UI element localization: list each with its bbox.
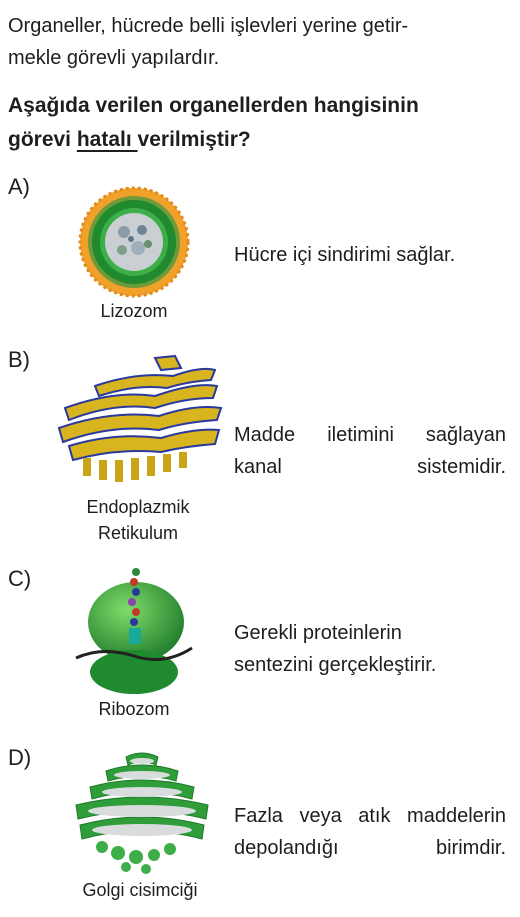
option-c-caption: Ribozom <box>34 696 234 722</box>
option-a-caption: Lizozom <box>34 298 234 324</box>
question-line-2: görevi hatalı verilmiştir? <box>8 123 515 157</box>
description-line: sentezini gerçekleştirir. <box>234 654 437 676</box>
option-c-description: Gerekli proteinlerin sentezini gerçekleş… <box>234 617 436 681</box>
description-line: kanal sistemidir. <box>234 456 506 478</box>
option-a-description: Hücre içi sindirimi sağlar. <box>234 239 455 271</box>
option-d-description: Fazla veya atık maddelerin depolandığı b… <box>234 800 506 864</box>
caption-line: Retikulum <box>97 523 179 543</box>
option-d-letter: D) <box>8 745 32 770</box>
caption-line: Golgi cisimciği <box>82 880 198 900</box>
intro-line-1: Organeller, hücrede belli işlevleri yeri… <box>8 15 409 37</box>
description-line: depolandığı birimdir. <box>234 837 506 859</box>
caption-line: Lizozom <box>100 301 168 321</box>
endoplasmic-reticulum-illustration <box>57 354 223 482</box>
lysosome-illustration <box>78 186 190 298</box>
ribosome-illustration <box>75 568 193 694</box>
description-line: Gerekli proteinlerin <box>234 622 402 644</box>
option-b-description: Madde iletimini sağlayan kanal sistemidi… <box>234 419 506 483</box>
golgi-illustration <box>75 752 209 874</box>
underlined-word: hatalı <box>76 128 138 151</box>
option-a-letter: A) <box>8 174 30 199</box>
description-line: Madde iletimini sağlayan <box>234 424 506 446</box>
option-c-letter: C) <box>8 566 32 591</box>
question-line-1: Aşağıda verilen organellerden hangisinin <box>8 94 419 117</box>
caption-line: Ribozom <box>98 699 170 719</box>
intro-text: Organeller, hücrede belli işlevleri yeri… <box>8 10 513 74</box>
option-b-caption: Endoplazmik Retikulum <box>38 494 238 546</box>
question-line-2-start: görevi <box>8 128 77 151</box>
question-line-2-end: verilmiştir? <box>137 128 251 151</box>
option-d-caption: Golgi cisimciği <box>40 877 240 903</box>
option-b-letter: B) <box>8 347 30 372</box>
description-line: Hücre içi sindirimi sağlar. <box>234 244 456 266</box>
question-text: Aşağıda verilen organellerden hangisinin… <box>8 89 515 157</box>
caption-line: Endoplazmik <box>86 497 190 517</box>
description-line: Fazla veya atık maddelerin <box>234 805 506 827</box>
intro-line-2: mekle görevli yapılardır. <box>8 47 220 69</box>
